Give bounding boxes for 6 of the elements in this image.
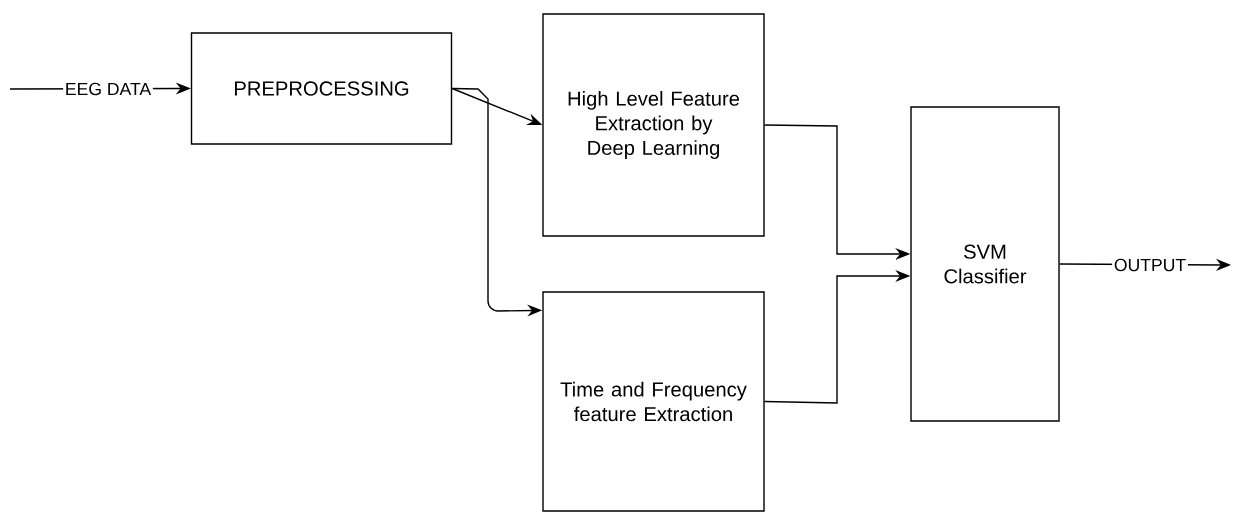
process-box: SVM Classifier [910,106,1060,422]
process-box: High Level Feature Extraction by Deep Learning [542,13,765,237]
process-box: PREPROCESSING [190,32,453,145]
edge-label: OUTPUT [1112,257,1188,273]
edge-label: EEG DATA [63,81,153,97]
process-box: Time and Frequency feature Extraction [542,291,765,512]
